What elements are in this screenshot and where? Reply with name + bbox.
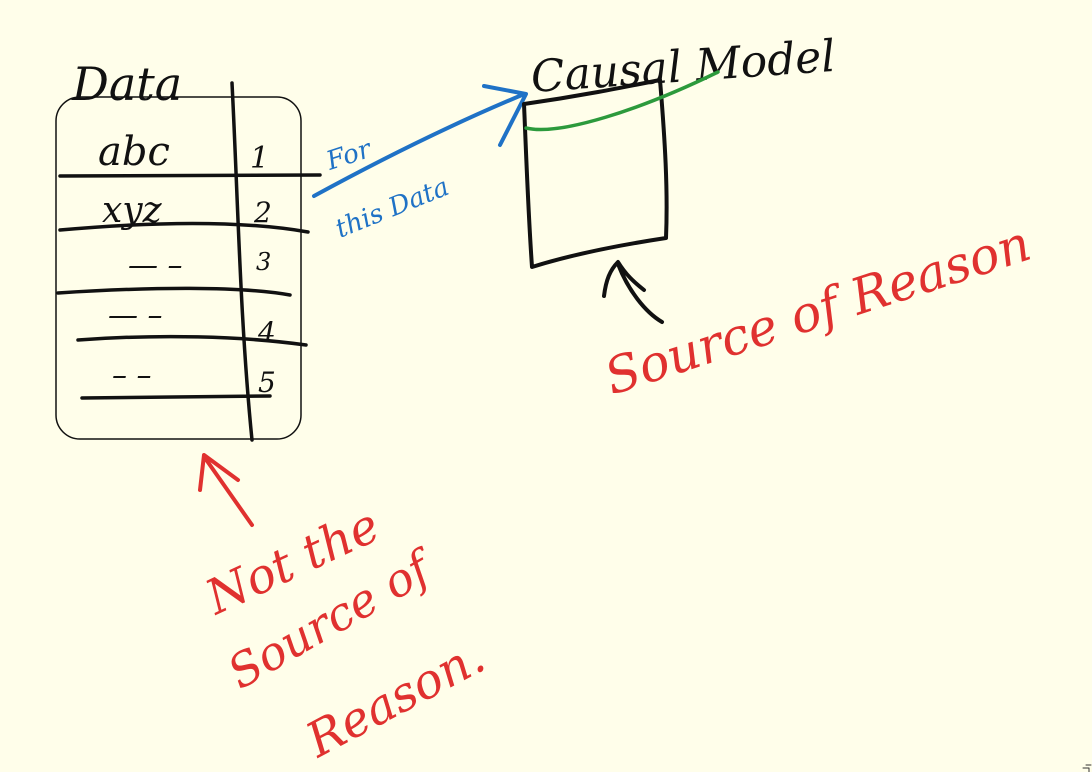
- row-index: 2: [253, 196, 272, 229]
- arrow-line: [312, 93, 524, 198]
- row-line: [76, 334, 308, 347]
- source-of-reason-note: Source of Reason: [598, 214, 1038, 406]
- row-index: 3: [256, 248, 271, 276]
- up-arrow-icon: [602, 260, 664, 324]
- model-title: Causal Model: [529, 31, 837, 103]
- up-arrow-icon: [198, 453, 254, 527]
- row-value: xyz: [102, 190, 163, 231]
- row-index: 1: [250, 141, 269, 176]
- row-value: – –: [112, 358, 152, 393]
- data-table-frame: [55, 96, 302, 440]
- causal-model-box: [522, 78, 669, 269]
- row-index: 4: [257, 316, 276, 349]
- arrow-label-this-data: this Data: [331, 172, 453, 245]
- row-value: — –: [108, 298, 163, 333]
- green-underline: [524, 70, 720, 132]
- resize-handle-icon[interactable]: [1082, 764, 1092, 772]
- row-value: abc: [98, 129, 170, 175]
- arrow-label-for: For: [322, 134, 376, 177]
- row-line: [56, 286, 292, 297]
- data-title: Data: [71, 57, 182, 111]
- arrow-head-icon: [482, 84, 528, 147]
- row-line: [58, 221, 310, 234]
- row-line: [58, 173, 322, 178]
- row-index: 5: [258, 366, 276, 399]
- row-value: — –: [128, 248, 183, 283]
- column-divider: [230, 81, 254, 442]
- row-line: [80, 394, 272, 400]
